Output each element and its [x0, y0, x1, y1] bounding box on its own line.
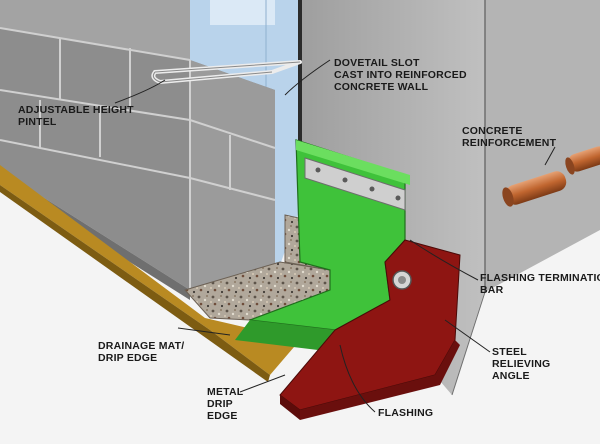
label-flashing: FLASHING — [378, 407, 434, 419]
anchor-bolt — [392, 270, 412, 290]
label-metal-drip-edge: METAL DRIP EDGE — [207, 386, 244, 422]
label-flashing-termination-bar: FLASHING TERMINATION BAR — [480, 272, 600, 296]
label-concrete-reinforcement: CONCRETE REINFORCEMENT — [462, 125, 557, 149]
label-adjustable-pintel: ADJUSTABLE HEIGHT PINTEL — [18, 104, 134, 128]
metal-drip-edge — [0, 165, 300, 382]
termination-bar — [304, 157, 406, 211]
label-steel-relieving-angle: STEEL RELIEVING ANGLE — [492, 346, 551, 382]
rebar-bars — [502, 146, 600, 207]
leader-lines — [114, 59, 556, 413]
label-dovetail-slot: DOVETAIL SLOT CAST INTO REINFORCED CONCR… — [334, 57, 467, 93]
adjustable-pintel — [151, 60, 302, 84]
label-drainage-mat: DRAINAGE MAT/ DRIP EDGE — [98, 340, 185, 364]
steel-relieving-angle — [279, 239, 461, 420]
